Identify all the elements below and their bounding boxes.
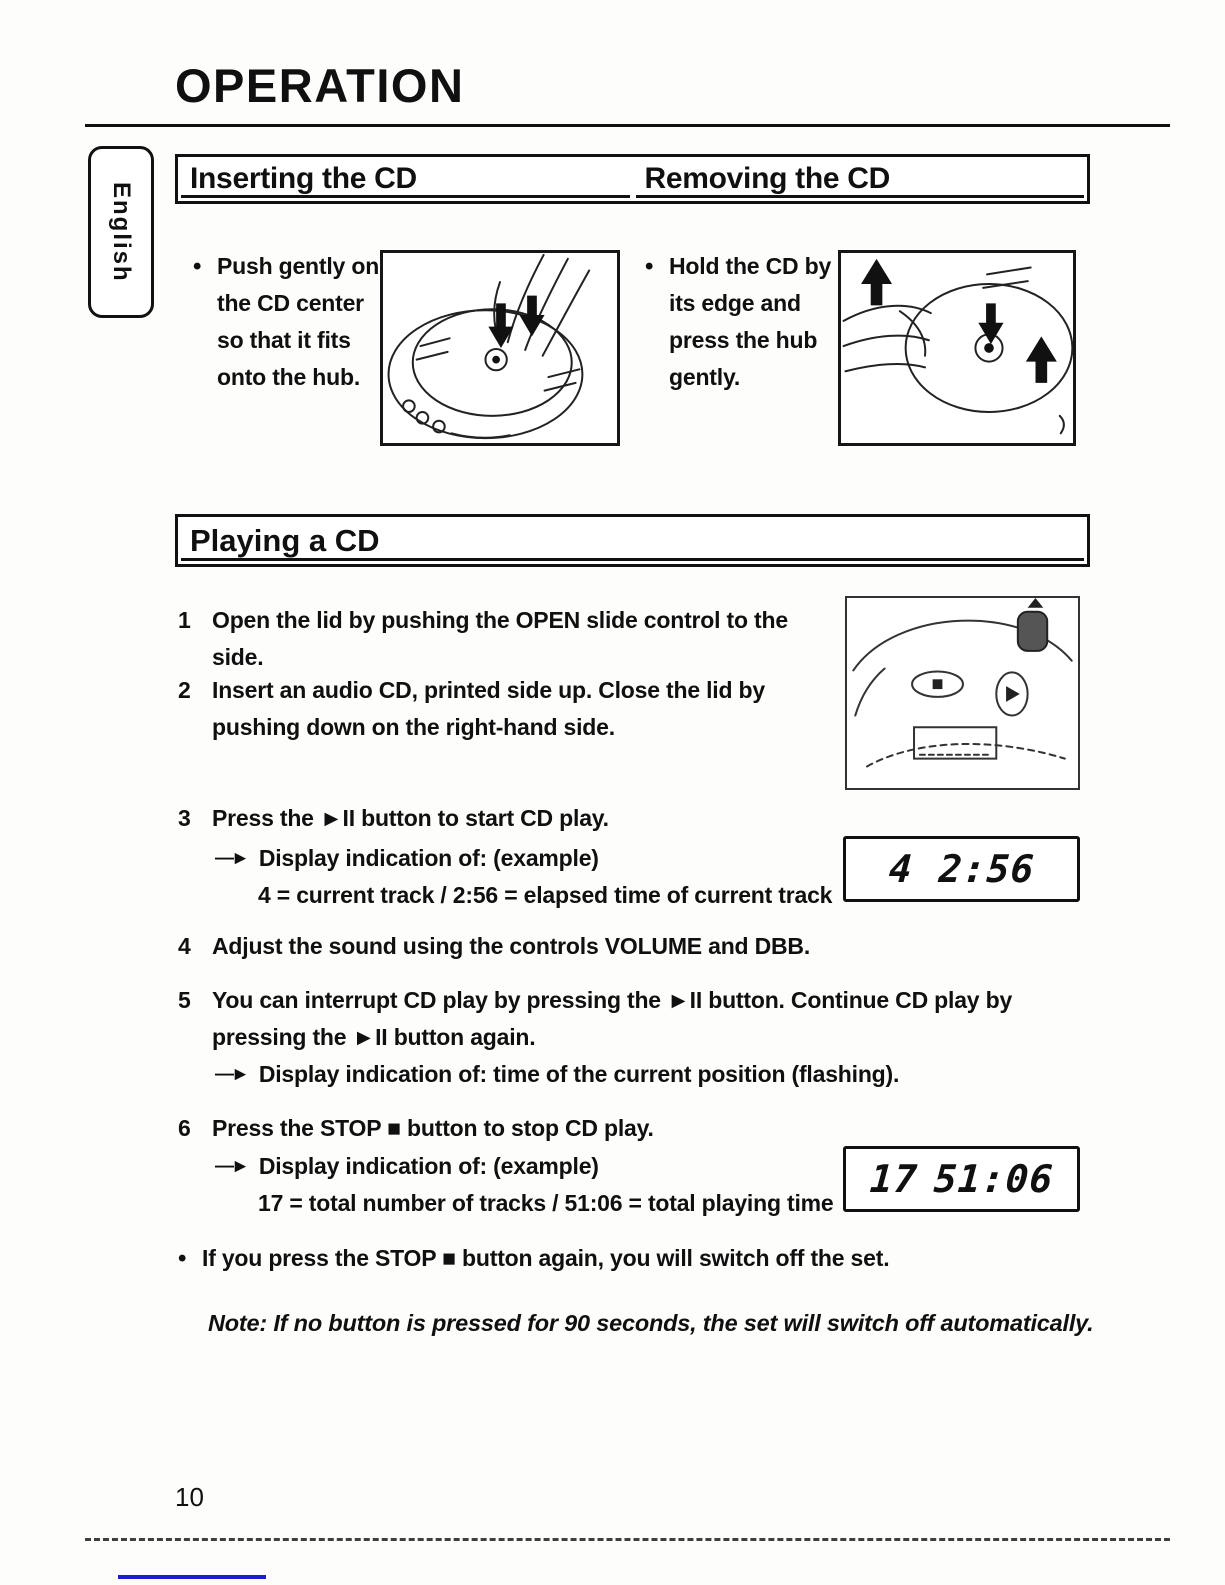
step-5-text-part3: button again.	[387, 1024, 536, 1050]
removing-instruction-text: Hold the CD by its edge and press the hu…	[669, 253, 832, 390]
step-5-display-note: —► Display indication of: time of the cu…	[215, 1056, 975, 1093]
step-6: 6 Press the STOP ■ button to stop CD pla…	[178, 1110, 838, 1147]
bottom-divider	[85, 1538, 1170, 1541]
play-pause-icon: ►II	[352, 1024, 388, 1050]
insert-cd-figure	[380, 250, 620, 446]
remove-cd-figure	[838, 250, 1076, 446]
step-number: 5	[178, 987, 191, 1013]
player-open-figure	[845, 596, 1080, 790]
lcd-display-2: 17 51:06	[843, 1146, 1080, 1212]
insert-cd-illustration	[383, 253, 617, 443]
step-number: 4	[178, 933, 191, 959]
inserting-title: Inserting the CD	[190, 162, 417, 195]
lcd-track-number: 4	[887, 847, 915, 891]
step-number: 1	[178, 607, 191, 633]
step-number: 3	[178, 805, 191, 831]
step-6-display-legend-text: 17 = total number of tracks / 51:06 = to…	[258, 1190, 834, 1216]
playing-section-header: Playing a CD	[175, 514, 1090, 567]
step-number: 6	[178, 1115, 191, 1141]
page-title: OPERATION	[175, 59, 465, 112]
removing-title: Removing the CD	[644, 162, 891, 195]
step-6-display-note: —► Display indication of: (example)	[215, 1148, 835, 1185]
step-6-text: Press the STOP ■ button to stop CD play.	[212, 1115, 654, 1141]
lcd-total-tracks: 17	[868, 1157, 920, 1201]
step-6-text-pre: Press the STOP	[212, 1115, 388, 1141]
step-number: 2	[178, 677, 191, 703]
bullet-icon: •	[645, 253, 654, 280]
step-3-text-post: button to start CD play.	[354, 805, 609, 831]
removing-header-cell: Removing the CD	[633, 157, 1088, 201]
step-5-text: You can interrupt CD play by pressing th…	[212, 987, 1012, 1050]
step-5-text-part1: You can interrupt CD play by pressing th…	[212, 987, 668, 1013]
auto-off-note: Note: If no button is pressed for 90 sec…	[208, 1310, 1108, 1337]
inserting-header-cell: Inserting the CD	[178, 157, 633, 201]
removing-instruction: • Hold the CD by its edge and press the …	[645, 248, 841, 396]
play-pause-icon: ►II	[667, 987, 703, 1013]
bottom-blue-mark	[118, 1575, 266, 1579]
lcd-display-1: 4 2:56	[843, 836, 1080, 902]
title-rule	[85, 124, 1170, 127]
step-6-text-post: button to stop CD play.	[400, 1115, 654, 1141]
step-6-display-note-text: Display indication of: (example)	[258, 1153, 599, 1179]
step-5-display-note-text: Display indication of: time of the curre…	[258, 1061, 900, 1087]
underline-rule	[635, 195, 1084, 198]
step-3-display-legend: 4 = current track / 2:56 = elapsed time …	[258, 877, 838, 914]
page-number: 10	[175, 1482, 204, 1512]
step-2: 2 Insert an audio CD, printed side up. C…	[178, 672, 768, 746]
step-3-text: Press the ►II button to start CD play.	[212, 805, 609, 831]
bullet-icon: •	[178, 1245, 187, 1272]
step-3-text-pre: Press the	[212, 805, 320, 831]
bullet-icon: •	[193, 253, 202, 280]
playing-title: Playing a CD	[190, 523, 380, 558]
step-3-display-note-text: Display indication of: (example)	[258, 845, 599, 871]
language-label: English	[108, 181, 135, 283]
lcd-total-time: 51:06	[932, 1157, 1055, 1201]
switch-off-note: • If you press the STOP ■ button again, …	[178, 1240, 1018, 1277]
step-1: 1 Open the lid by pushing the OPEN slide…	[178, 602, 838, 676]
underline-rule	[181, 558, 1084, 561]
inserting-instruction-text: Push gently on the CD center so that it …	[217, 253, 380, 390]
step-3: 3 Press the ►II button to start CD play.	[178, 800, 818, 837]
step-3-display-note: —► Display indication of: (example)	[215, 840, 835, 877]
lcd-elapsed-time: 2:56	[937, 847, 1036, 891]
switch-off-text-post: button again, you will switch off the se…	[455, 1245, 890, 1271]
section-header-box: Inserting the CD Removing the CD	[175, 154, 1090, 204]
stop-icon: ■	[442, 1245, 456, 1271]
arrow-icon: —►	[215, 1156, 250, 1177]
stop-icon: ■	[387, 1115, 401, 1141]
player-open-illustration	[847, 598, 1078, 788]
remove-cd-illustration	[841, 258, 1073, 443]
step-1-text-bold: to the side.	[212, 607, 788, 670]
step-6-display-legend: 17 = total number of tracks / 51:06 = to…	[258, 1185, 838, 1222]
step-1-text: Open the lid by pushing the OPEN slide c…	[212, 607, 788, 670]
step-4: 4 Adjust the sound using the controls VO…	[178, 928, 938, 965]
switch-off-text-pre: If you press the STOP	[202, 1245, 443, 1271]
step-3-display-legend-text: 4 = current track / 2:56 = elapsed time …	[258, 882, 833, 908]
play-pause-icon: ►II	[319, 805, 355, 831]
step-1-text-normal: Open the lid by pushing the OPEN slide c…	[212, 607, 727, 633]
underline-rule	[181, 195, 630, 198]
step-5: 5 You can interrupt CD play by pressing …	[178, 982, 1093, 1056]
switch-off-note-text: If you press the STOP ■ button again, yo…	[202, 1240, 890, 1277]
arrow-icon: —►	[215, 1064, 250, 1085]
inserting-instruction: • Push gently on the CD center so that i…	[193, 248, 389, 396]
step-2-text: Insert an audio CD, printed side up. Clo…	[212, 677, 765, 740]
arrow-icon: —►	[215, 848, 250, 869]
step-4-text: Adjust the sound using the controls VOLU…	[212, 933, 811, 959]
step-5-text-part2: button. Continue CD play by pressing the	[212, 987, 1013, 1050]
auto-off-note-text: Note: If no button is pressed for 90 sec…	[208, 1310, 1094, 1336]
language-tab: English	[88, 146, 154, 318]
